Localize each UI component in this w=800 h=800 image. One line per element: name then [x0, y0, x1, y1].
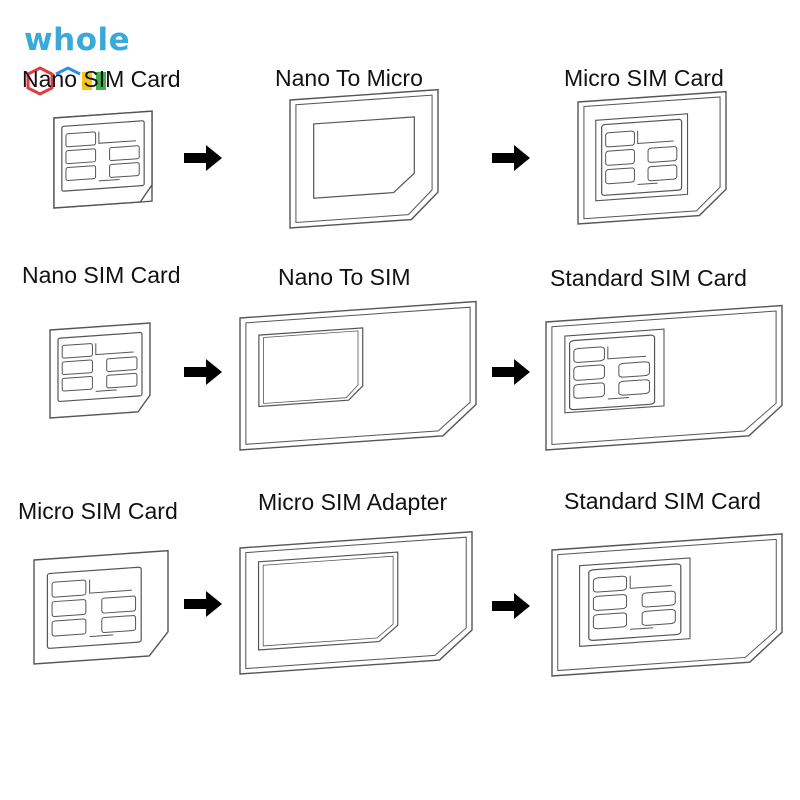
row3-micro-card — [34, 551, 168, 664]
row1-nano-chip-pad-right-2 — [110, 163, 140, 178]
row1-nano-chip-pad-right-1 — [110, 146, 140, 161]
row1-micro-chip-pad-left-3 — [606, 168, 635, 184]
row2-result-label: Standard SIM Card — [550, 265, 747, 291]
row1-adapter-label: Nano To Micro — [275, 65, 423, 91]
row2-arrow-1 — [184, 359, 222, 385]
row3-micro-chip-trace-bottom — [90, 635, 113, 637]
logo-stroke-blue-icon — [55, 66, 81, 76]
row2-standard-chip-pad-left-2 — [574, 365, 605, 381]
row2-standard-chip-trace-bottom — [608, 397, 629, 398]
row3-micro-chip — [47, 567, 141, 648]
row3-result-label: Standard SIM Card — [564, 488, 761, 514]
row3-micro-chip-trace — [90, 577, 132, 593]
row2-adapter-label: Nano To SIM — [278, 264, 411, 290]
row2-nano-chip-pad-right-1 — [107, 357, 137, 372]
row3-arrow-2 — [492, 593, 530, 619]
row1-adapter — [290, 90, 438, 228]
row3-source-label: Micro SIM Card — [18, 498, 178, 524]
row3-arrow-1 — [184, 591, 222, 617]
row1-nano-chip-pad-left-3 — [66, 166, 96, 181]
row2-nano-chip-pad-left-2 — [62, 360, 92, 375]
row1-nano-chip-pad-left-1 — [66, 132, 96, 147]
logo-block-green-icon — [96, 72, 106, 90]
row3-micro-chip-pad-left-3 — [52, 619, 86, 636]
row1-arrow-1 — [184, 145, 222, 171]
row1-micro-chip-pad-left-2 — [606, 149, 635, 165]
row1-micro-inner — [584, 97, 720, 219]
row2-nano-chip-pad-left-3 — [62, 376, 92, 391]
row3-adapter-label: Micro SIM Adapter — [258, 489, 448, 515]
row3-adapter-slot-inner — [263, 556, 393, 646]
row3-micro-chip-pad-left-2 — [52, 599, 86, 616]
row1-result-label: Micro SIM Card — [564, 65, 724, 91]
row3-micro-chip-pad-right-2 — [102, 615, 136, 632]
row2-nano-chip-pad-left-1 — [62, 343, 92, 358]
row3-standard-chip-pad-left-1 — [593, 576, 626, 592]
row1-nano-chip-trace — [99, 129, 136, 143]
row2-standard-chip-trace — [608, 344, 646, 359]
row2-adapter — [240, 301, 476, 450]
row3-adapter-inner — [246, 537, 466, 668]
row2-adapter-slot-inner — [264, 331, 358, 404]
row2-nano-chip-trace — [96, 341, 134, 355]
row3-adapter — [240, 532, 472, 674]
row2-nano-chip-trace-bottom — [96, 390, 117, 391]
row1-micro-chip-pad-left-1 — [606, 131, 635, 147]
row3-micro-chip-pad-right-1 — [102, 596, 136, 613]
row3-standard-chip-trace-bottom — [630, 628, 653, 630]
row3-standard-inner — [558, 539, 777, 670]
watermark-logo-mark — [26, 66, 106, 96]
row1-micro-card — [578, 92, 726, 224]
watermark-logo-text: whole — [24, 22, 131, 58]
row3-standard-chip — [589, 564, 681, 641]
row1-micro-chip-trace-bottom — [638, 183, 658, 184]
row1-nano-chip-pad-left-2 — [66, 149, 96, 164]
row2-nano-card — [50, 323, 150, 418]
row2-adapter-slot — [259, 328, 363, 407]
row2-standard-chip — [570, 335, 655, 410]
row3-standard-chip-pad-right-2 — [642, 609, 675, 625]
logo-block-yellow-icon — [82, 72, 92, 90]
row1-adapter-inner — [296, 95, 432, 222]
row1-micro-chip-pad-right-1 — [648, 146, 677, 162]
row2-adapter-inner — [246, 307, 470, 444]
row1-micro-chip-pad-right-2 — [648, 165, 677, 181]
row3-standard-chip-trace — [630, 573, 671, 589]
row2-nano-chip-pad-right-2 — [107, 373, 137, 388]
row2-arrow-2 — [492, 359, 530, 385]
row1-arrow-2 — [492, 145, 530, 171]
row2-source-label: Nano SIM Card — [22, 262, 181, 288]
row2-standard-chip-pad-left-3 — [574, 383, 605, 399]
row3-standard-chip-pad-right-1 — [642, 591, 675, 607]
row2-standard-chip-pad-right-2 — [619, 379, 650, 395]
row2-standard-chip-pad-left-1 — [574, 347, 605, 363]
row2-standard-card — [546, 305, 782, 450]
row1-micro-chip — [602, 119, 682, 195]
row1-nano-chip-trace-bottom — [99, 179, 120, 180]
row2-standard-chip-pad-right-1 — [619, 362, 650, 378]
row3-adapter-slot — [259, 552, 398, 650]
row3-standard-chip-pad-left-3 — [593, 613, 626, 629]
row3-micro-chip-pad-left-1 — [52, 580, 86, 597]
row1-adapter-slot — [314, 117, 415, 198]
row3-standard-chip-pad-left-2 — [593, 594, 626, 610]
row3-standard-card — [552, 534, 782, 676]
row1-nano-chip — [62, 121, 144, 192]
logo-hexagon-icon — [26, 66, 54, 96]
row2-nano-chip — [58, 332, 142, 401]
row1-source-label: Nano SIM Card — [22, 66, 181, 92]
row1-micro-chip-trace — [638, 128, 674, 143]
row1-nano-card — [54, 111, 152, 208]
row2-standard-inner — [552, 311, 776, 444]
